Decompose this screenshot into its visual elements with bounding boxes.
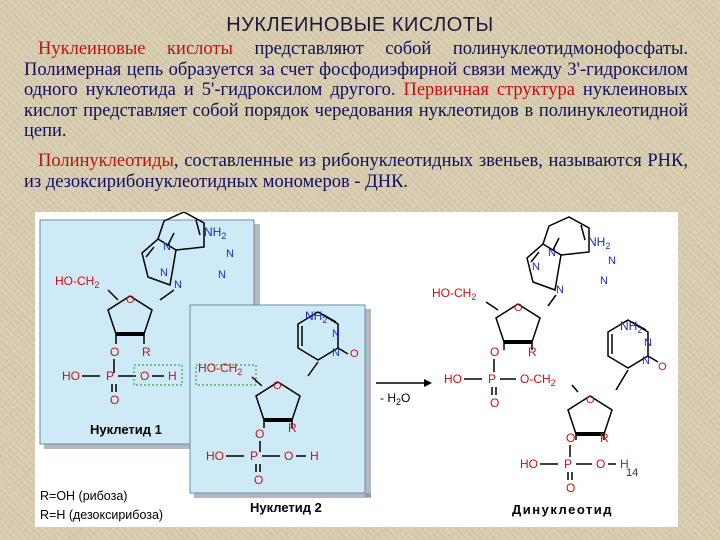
svg-text:O: O (255, 427, 264, 441)
svg-text:O: O (110, 393, 119, 407)
svg-text:N: N (556, 284, 564, 296)
figure-panel: NH2 N N N N N HO-CH2 O O R HO P O H O Ну… (35, 211, 678, 527)
svg-text:N: N (174, 279, 182, 291)
svg-text:P: P (564, 457, 572, 471)
deoxyribose-note: R=H (дезоксирибоза) (40, 508, 163, 522)
svg-text:P: P (250, 449, 258, 463)
svg-text:O: O (658, 361, 667, 373)
svg-text:H: H (168, 369, 177, 383)
svg-text:O: O (126, 294, 135, 306)
svg-text:H: H (620, 457, 629, 471)
definition-text: представляют собой полинуклеотидмонофосф… (24, 39, 688, 100)
svg-text:P: P (488, 372, 496, 386)
svg-text:HO: HO (206, 449, 224, 463)
svg-text:N: N (642, 355, 650, 367)
svg-text:O: O (254, 473, 263, 487)
svg-text:NH2: NH2 (620, 319, 642, 335)
svg-text:O: O (110, 345, 119, 359)
term-polynucleotides: Полинуклеотиды (38, 151, 174, 171)
svg-text:O: O (586, 394, 595, 406)
svg-text:NH2: NH2 (588, 235, 610, 251)
svg-text:HO-CH2: HO-CH2 (55, 274, 99, 290)
svg-text:O: O (596, 457, 605, 471)
svg-text:R: R (600, 431, 609, 445)
svg-text:N: N (160, 267, 168, 279)
svg-text:N: N (644, 337, 652, 349)
svg-text:N: N (332, 328, 340, 340)
svg-text:NH2: NH2 (305, 309, 327, 325)
svg-text:O-CH2: O-CH2 (520, 372, 556, 388)
svg-text:O: O (273, 380, 282, 392)
svg-text:N: N (163, 241, 171, 253)
nucleotide2-label: Нуклетид 2 (250, 500, 322, 515)
svg-text:N: N (218, 269, 226, 281)
svg-text:O: O (566, 431, 575, 445)
svg-text:HO-CH2: HO-CH2 (432, 286, 476, 302)
svg-text:N: N (548, 247, 556, 259)
paragraph-definition: Нуклеиновые кислоты представляют собой п… (24, 39, 688, 142)
svg-text:HO: HO (62, 369, 80, 383)
svg-text:R: R (288, 421, 297, 435)
svg-text:HO-CH2: HO-CH2 (198, 361, 242, 377)
svg-text:N: N (532, 261, 540, 273)
svg-text:NH2: NH2 (204, 225, 226, 241)
svg-text:O: O (566, 481, 575, 495)
term-nucleic-acids: Нуклеиновые кислоты (38, 39, 233, 59)
svg-text:N: N (332, 347, 340, 359)
svg-text:HO: HO (444, 372, 462, 386)
dinucleotide-label: Динуклеотид (512, 502, 613, 517)
svg-text:O: O (514, 302, 523, 314)
primary-structure-text: нуклеиновых кислот представляет собой по… (24, 80, 688, 141)
polynucleotides-text: , составленные из рибонуклеотидных звень… (24, 151, 688, 192)
svg-text:P: P (106, 369, 114, 383)
svg-text:H: H (310, 449, 319, 463)
dinucleotide-formation-diagram: NH2 N N N N N HO-CH2 O O R HO P O H O Ну… (39, 211, 667, 522)
svg-text:HO: HO (520, 457, 538, 471)
paragraph-polynucleotides: Полинуклеотиды, составленные из рибонукл… (24, 151, 688, 192)
svg-text:R: R (142, 345, 151, 359)
water-loss-label: - H2O (380, 391, 410, 407)
page-number: 14 (626, 467, 639, 479)
svg-text:O: O (490, 345, 499, 359)
ribose-note: R=OH (рибоза) (40, 489, 127, 503)
slide-title: НУКЛЕИНОВЫЕ КИСЛОТЫ (226, 14, 494, 36)
nucleotide1-label: Нуклетид 1 (90, 422, 162, 437)
term-primary-structure: Первичная структура (403, 80, 575, 100)
svg-text:R: R (528, 345, 537, 359)
svg-text:N: N (608, 255, 616, 267)
svg-text:O: O (490, 396, 499, 410)
svg-text:O: O (140, 369, 149, 383)
svg-text:N: N (600, 275, 608, 287)
svg-text:O: O (350, 348, 359, 360)
svg-text:O: O (284, 449, 293, 463)
svg-text:N: N (226, 248, 234, 260)
